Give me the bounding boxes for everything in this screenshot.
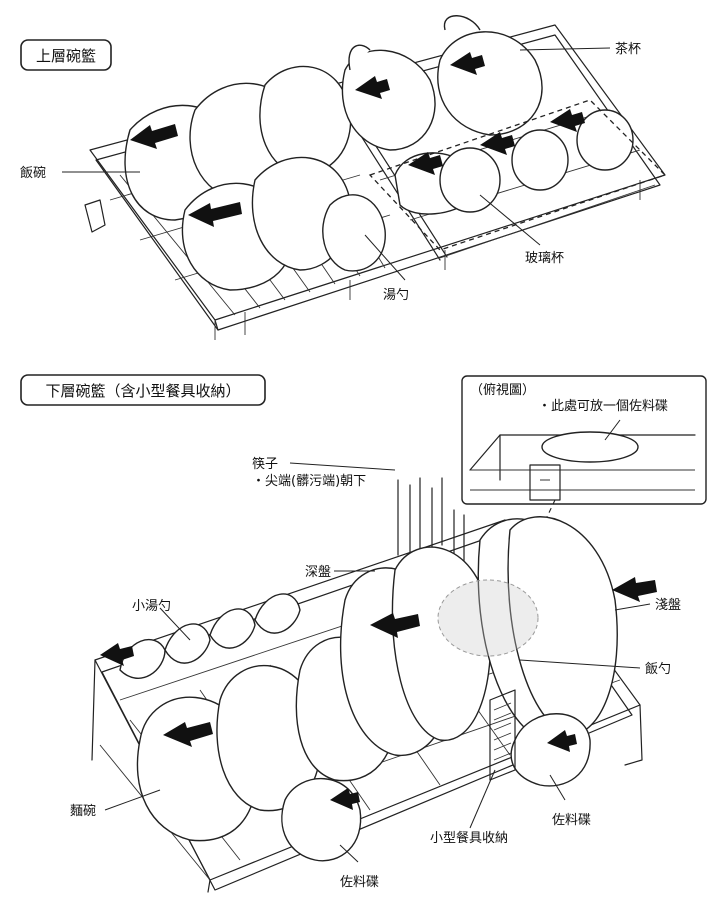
upper-basket-title-text: 上層碗籃 — [36, 47, 96, 65]
small-storage-box — [489, 689, 516, 781]
label-deep-plate: 深盤 — [305, 565, 331, 580]
inset-note: ・此處可放一個佐料碟 — [538, 399, 668, 414]
rice-bowl-group — [124, 65, 386, 291]
teacup-group — [341, 15, 543, 151]
inset-top-view: （俯視圖） ・此處可放一個佐料碟 — [461, 375, 707, 505]
glass-group — [394, 109, 634, 215]
upper-arrows — [130, 52, 585, 227]
label-shallow-plate: 淺盤 — [655, 598, 681, 613]
upper-basket-title: 上層碗籃 — [20, 39, 112, 71]
glass-zone-dashed — [368, 99, 667, 251]
lower-arrows — [100, 577, 657, 810]
label-noodle-bowl: 麵碗 — [70, 803, 96, 819]
label-chopsticks: 筷子 — [252, 456, 278, 472]
label-soup-spoon: 湯勺 — [383, 288, 409, 303]
label-rice-paddle: 飯勺 — [645, 662, 671, 677]
lower-dishes — [136, 516, 618, 862]
label-rice-bowl: 飯碗 — [20, 165, 46, 181]
label-sauce-dish-bottom: 佐料碟 — [340, 875, 379, 890]
label-small-storage: 小型餐具收納 — [430, 830, 508, 846]
label-chopsticks-note: ・尖端(髒污端)朝下 — [252, 474, 366, 489]
small-soup-spoon-group — [119, 593, 301, 679]
label-glass: 玻璃杯 — [525, 251, 564, 266]
label-teacup: 茶杯 — [615, 41, 641, 57]
sauce-dish-zone — [437, 579, 539, 657]
inset-title: （俯視圖） — [470, 382, 535, 398]
label-small-soup-spoon: 小湯勺 — [132, 599, 171, 614]
lower-basket-title: 下層碗籃（含小型餐具收納） — [20, 374, 266, 406]
lower-basket-title-text: 下層碗籃（含小型餐具收納） — [45, 382, 240, 400]
label-sauce-dish-right: 佐料碟 — [552, 813, 591, 828]
